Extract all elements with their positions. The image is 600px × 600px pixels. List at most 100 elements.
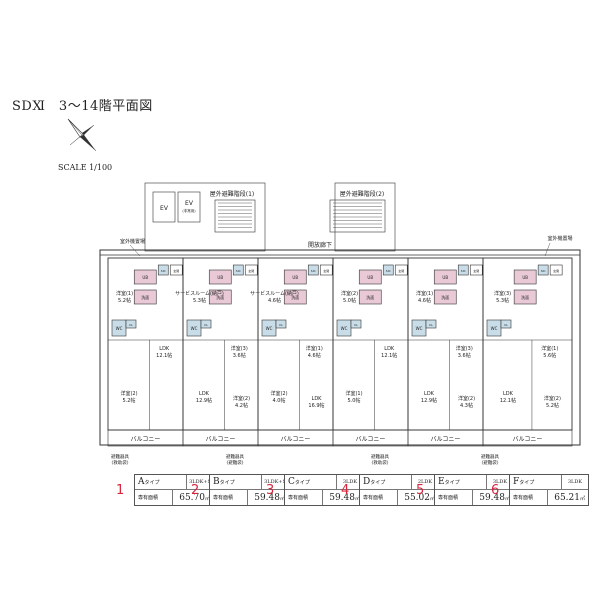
washroom-label: 洗面 bbox=[366, 294, 374, 300]
unit-type-name: Bタイプ bbox=[213, 477, 235, 487]
room-name: 洋室(2) bbox=[341, 290, 358, 297]
entrance-label: 玄関 bbox=[473, 268, 479, 273]
evac-hatch-sub: (救助袋) bbox=[371, 459, 388, 466]
cl-4 bbox=[425, 319, 437, 329]
cl-label: CL bbox=[354, 323, 358, 327]
area-label: 専有面積 bbox=[435, 490, 473, 505]
room-name: 洋室(3) bbox=[494, 290, 511, 297]
stair-2 bbox=[329, 199, 386, 233]
unit-layout: 3LDK+S bbox=[261, 475, 288, 489]
ev-label-1: EV bbox=[160, 205, 169, 212]
ev-shaft-1 bbox=[152, 191, 176, 223]
washroom-3 bbox=[358, 289, 382, 305]
stair-1 bbox=[214, 199, 256, 233]
room-name: LDK bbox=[312, 396, 323, 402]
outdoor-unit-label-right: 室外機置場 bbox=[547, 235, 572, 242]
area-value: 59.48㎡ bbox=[254, 492, 285, 503]
room-area: 5.3帖 bbox=[496, 297, 509, 304]
sic-label: SIC bbox=[311, 269, 316, 273]
room-name: 洋室(2) bbox=[270, 390, 287, 397]
ub-label: UB bbox=[142, 275, 148, 280]
room-name: LDK bbox=[384, 346, 395, 352]
leader-right bbox=[544, 242, 551, 257]
cl-label: CL bbox=[129, 323, 133, 327]
room-area: 4.6帖 bbox=[308, 352, 321, 359]
washroom-label: 洗面 bbox=[441, 294, 449, 300]
room-area: 4.2帖 bbox=[235, 402, 248, 409]
room-area: 4.0帖 bbox=[273, 397, 286, 404]
area-value: 65.70㎡ bbox=[179, 492, 210, 503]
cl-label: CL bbox=[204, 323, 208, 327]
ub-3 bbox=[358, 269, 382, 285]
outdoor-unit-label-left: 室外機置場 bbox=[120, 238, 145, 245]
unit-type-name: Eタイプ bbox=[438, 477, 460, 487]
unit-number: 4 bbox=[341, 483, 350, 498]
room-name: LDK bbox=[424, 391, 435, 397]
building-outline bbox=[99, 249, 581, 446]
washroom-0 bbox=[133, 289, 157, 305]
room-area: 5.2帖 bbox=[546, 402, 559, 409]
ub-0 bbox=[133, 269, 157, 285]
washroom-label: 洗面 bbox=[291, 294, 299, 300]
unit-number: 1 bbox=[116, 483, 125, 498]
room-name: 洋室(2) bbox=[458, 395, 475, 402]
room-area: 12.9帖 bbox=[421, 397, 437, 404]
evac-hatch-label: 避難器具 bbox=[481, 453, 499, 460]
area-label: 専有面積 bbox=[210, 490, 248, 505]
room-area: 5.2帖 bbox=[118, 297, 131, 304]
room-name: 洋室(1) bbox=[416, 290, 433, 297]
washroom-5 bbox=[513, 289, 537, 305]
room-name: 洋室(3) bbox=[231, 345, 248, 352]
unit-layout: 3LDK bbox=[486, 475, 513, 489]
ub-label: UB bbox=[292, 275, 298, 280]
evac-hatch-sub: (避難袋) bbox=[226, 459, 243, 466]
room-name: 洋室(1) bbox=[541, 345, 558, 352]
cl-5 bbox=[500, 319, 512, 329]
room-area: 12.1帖 bbox=[156, 352, 172, 359]
room-area: 4.6帖 bbox=[268, 297, 281, 304]
room-name: 洋室(1) bbox=[306, 345, 323, 352]
room-name: LDK bbox=[159, 346, 170, 352]
sic-label: SIC bbox=[541, 269, 546, 273]
corridor-label: 開放廊下 bbox=[308, 241, 332, 249]
wc-label: WC bbox=[266, 326, 273, 331]
sic-label: SIC bbox=[161, 269, 166, 273]
room-name: サービスルーム(納戸) bbox=[175, 290, 224, 297]
room-name: 洋室(3) bbox=[456, 345, 473, 352]
evac-hatch-sub: (救助袋) bbox=[111, 459, 128, 466]
ub-label: UB bbox=[442, 275, 448, 280]
room-name: 洋室(2) bbox=[233, 395, 250, 402]
wc-label: WC bbox=[491, 326, 498, 331]
evac-hatch-label: 避難器具 bbox=[226, 453, 244, 460]
entrance-label: 玄関 bbox=[323, 268, 329, 273]
room-area: 5.3帖 bbox=[193, 297, 206, 304]
room-name: LDK bbox=[199, 391, 210, 397]
cl-1 bbox=[200, 319, 212, 329]
area-value: 59.48㎡ bbox=[329, 492, 360, 503]
cl-label: CL bbox=[429, 323, 433, 327]
balcony-label: バルコニー bbox=[131, 436, 161, 443]
cl-3 bbox=[350, 319, 362, 329]
area-label: 専有面積 bbox=[360, 490, 398, 505]
balcony-label: バルコニー bbox=[206, 436, 236, 443]
ev-shaft-2 bbox=[177, 191, 201, 223]
room-area: 3.6帖 bbox=[233, 352, 246, 359]
washroom-4 bbox=[433, 289, 457, 305]
balcony-label: バルコニー bbox=[356, 436, 386, 443]
sic-label: SIC bbox=[461, 269, 466, 273]
ub-2 bbox=[283, 269, 307, 285]
wc-label: WC bbox=[116, 326, 123, 331]
evac-hatch-sub: (避難袋) bbox=[481, 459, 498, 466]
unit-layout: 3LDK+S bbox=[186, 475, 213, 489]
room-area: 5.0帖 bbox=[348, 397, 361, 404]
cl-label: CL bbox=[504, 323, 508, 327]
area-label: 専有面積 bbox=[510, 490, 548, 505]
sic-5 bbox=[537, 264, 549, 276]
evac-hatch-label: 避難器具 bbox=[111, 453, 129, 460]
compass-icon bbox=[67, 118, 97, 152]
entrance-label: 玄関 bbox=[553, 268, 559, 273]
wc-label: WC bbox=[341, 326, 348, 331]
ub-1 bbox=[208, 269, 232, 285]
